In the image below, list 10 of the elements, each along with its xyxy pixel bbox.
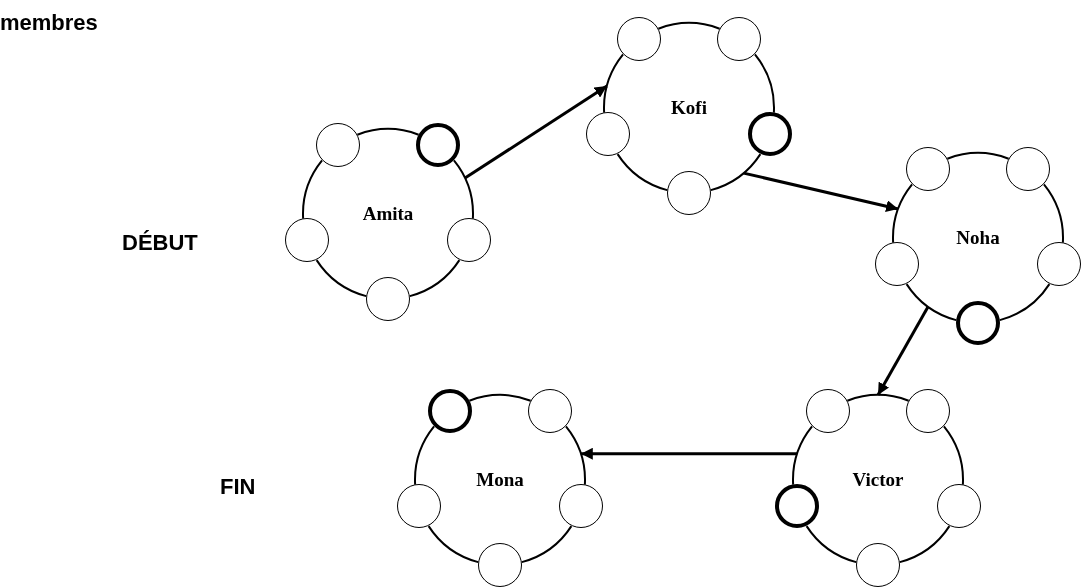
arrow [464,84,608,180]
highlighted-seat-circle [956,301,1000,345]
arrow [580,447,798,460]
stage-label: FIN [220,474,256,500]
stage-label: DÉBUT [122,230,198,256]
arrow [743,171,899,213]
arrow [876,306,930,396]
highlighted-seat-circle [775,484,820,529]
highlighted-seat-circle [747,112,792,157]
stage-label: membres [0,10,98,36]
